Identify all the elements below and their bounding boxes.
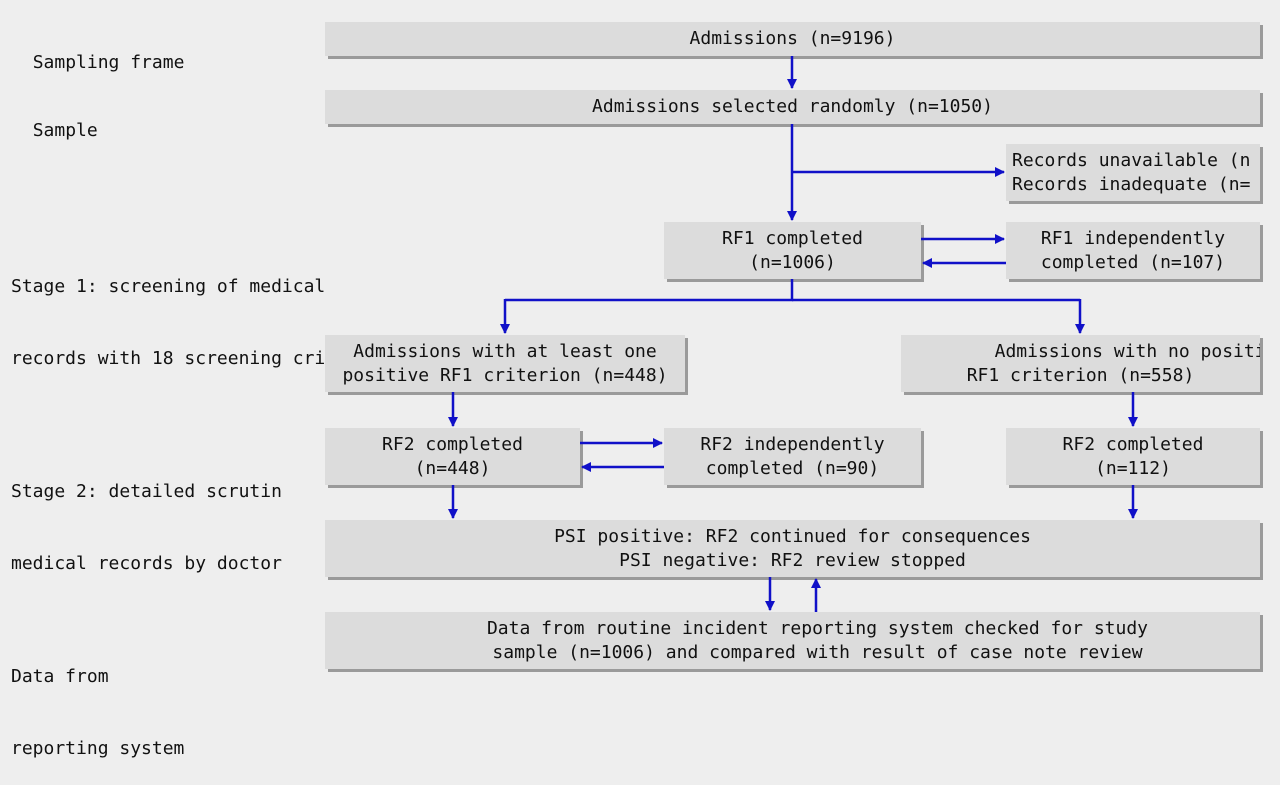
box-rf2-completed-left-line1: RF2 completed — [382, 433, 523, 455]
box-positive-rf1-line1: Admissions with at least one — [353, 340, 657, 362]
box-records-inadequate-text: Records inadequate (n= — [1012, 173, 1251, 195]
box-psi-line2: PSI negative: RF2 review stopped — [619, 549, 966, 571]
box-rf2-completed-left-line2: (n=448) — [414, 457, 491, 479]
box-no-positive-rf1: Admissions with no positiv RF1 criterion… — [901, 335, 1260, 392]
label-data-from-line2: reporting system — [11, 738, 185, 759]
label-sample: Sample — [11, 95, 98, 143]
box-psi: PSI positive: RF2 continued for conseque… — [325, 520, 1260, 577]
box-positive-rf1: Admissions with at least one positive RF… — [325, 335, 685, 392]
box-records-excluded: Records unavailable (n Records inadequat… — [1006, 144, 1260, 201]
box-rf1-completed: RF1 completed (n=1006) — [664, 222, 921, 279]
box-rf1-independent: RF1 independently completed (n=107) — [1006, 222, 1260, 279]
box-rf1-independent-line2: completed (n=107) — [1040, 251, 1226, 273]
box-positive-rf1-line2: positive RF1 criterion (n=448) — [342, 364, 668, 386]
box-no-positive-rf1-line2: RF1 criterion (n=558) — [966, 364, 1195, 386]
box-rf2-independent: RF2 independently completed (n=90) — [664, 428, 921, 485]
label-stage-1-line1: Stage 1: screening of medical — [11, 276, 326, 297]
label-data-from-line1: Data from — [11, 666, 109, 687]
box-rf1-completed-line2: (n=1006) — [749, 251, 836, 273]
box-selected-text: Admissions selected randomly (n=1050) — [592, 96, 993, 117]
label-sampling-frame-text: Sampling frame — [32, 52, 185, 73]
box-reporting-system: Data from routine incident reporting sys… — [325, 612, 1260, 669]
box-reporting-line1: Data from routine incident reporting sys… — [486, 617, 1149, 639]
label-stage-2-line1: Stage 2: detailed scrutin — [11, 481, 282, 502]
box-rf1-independent-line1: RF1 independently — [1040, 227, 1226, 249]
box-selected: Admissions selected randomly (n=1050) — [325, 90, 1260, 124]
label-stage-2-line2: medical records by doctor — [11, 553, 282, 574]
box-rf2-completed-right: RF2 completed (n=112) — [1006, 428, 1260, 485]
box-admissions-text: Admissions (n=9196) — [689, 28, 896, 49]
label-stage-2: Stage 2: detailed scrutin medical record… — [11, 432, 282, 600]
label-sample-text: Sample — [32, 120, 98, 141]
box-records-unavailable-text: Records unavailable (n — [1012, 149, 1251, 171]
box-rf2-completed-right-line2: (n=112) — [1095, 457, 1171, 479]
box-admissions: Admissions (n=9196) — [325, 22, 1260, 56]
line-rf1-split — [505, 279, 794, 302]
label-data-from: Data from reporting system — [11, 617, 184, 785]
box-rf1-completed-line1: RF1 completed — [722, 227, 863, 249]
box-no-positive-rf1-line1: Admissions with no positiv — [994, 340, 1260, 362]
label-sampling-frame: Sampling frame — [11, 27, 185, 75]
box-rf2-independent-line1: RF2 independently — [700, 433, 885, 455]
box-psi-line1: PSI positive: RF2 continued for conseque… — [554, 525, 1031, 547]
box-rf2-independent-line2: completed (n=90) — [705, 457, 880, 479]
box-reporting-line2: sample (n=1006) and compared with result… — [492, 641, 1143, 663]
box-rf2-completed-left: RF2 completed (n=448) — [325, 428, 580, 485]
box-rf2-completed-right-line1: RF2 completed — [1062, 433, 1204, 455]
